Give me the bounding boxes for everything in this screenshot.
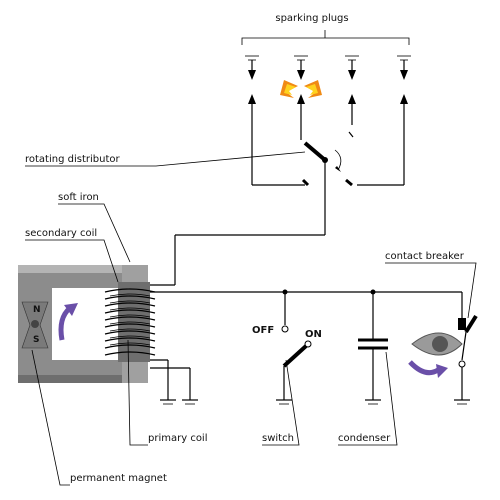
cam-icon (411, 332, 463, 356)
switch-off-label: OFF (252, 325, 274, 336)
spark-icon (280, 80, 322, 98)
rotating-distributor (148, 141, 353, 286)
permanent-magnet-leader (31, 349, 70, 486)
permanent-magnet-label: permanent magnet (70, 473, 167, 484)
contact-breaker (454, 292, 478, 405)
spark-plug-3 (345, 55, 359, 138)
rotation-arrow-icon (58, 303, 78, 341)
primary-coil-label: primary coil (148, 433, 208, 444)
condenser-label: condenser (338, 433, 391, 444)
cam-rotation-arrow-icon (408, 360, 448, 378)
soft-iron-leader (58, 203, 131, 263)
switch-on-label: ON (305, 329, 322, 340)
condenser-leader (338, 351, 398, 446)
magnet-north-label: N (33, 305, 41, 315)
sparking-plugs-label: sparking plugs (275, 13, 348, 24)
secondary-coil-label: secondary coil (25, 228, 97, 239)
primary-coil-leader (127, 339, 148, 446)
switch-leader (262, 359, 300, 446)
switch (276, 289, 312, 405)
sparking-plugs-brace (241, 30, 410, 45)
coil-ground-icon (150, 359, 198, 405)
contact-breaker-label: contact breaker (385, 251, 465, 262)
rotating-distributor-label: rotating distributor (25, 154, 120, 165)
soft-iron-label: soft iron (58, 192, 99, 203)
magnet-south-label: S (33, 335, 39, 345)
rotating-magnet: N S (21, 301, 49, 349)
condenser (358, 289, 388, 405)
spark-plug-2-firing (280, 55, 322, 140)
contact-breaker-leader (385, 262, 477, 319)
spark-plug-4 (357, 55, 411, 186)
switch-label: switch (262, 433, 294, 444)
secondary-coil-leader (25, 239, 119, 283)
coil-windings (104, 282, 156, 362)
spark-plug-1 (245, 55, 305, 186)
rotating-distributor-leader (25, 151, 306, 167)
